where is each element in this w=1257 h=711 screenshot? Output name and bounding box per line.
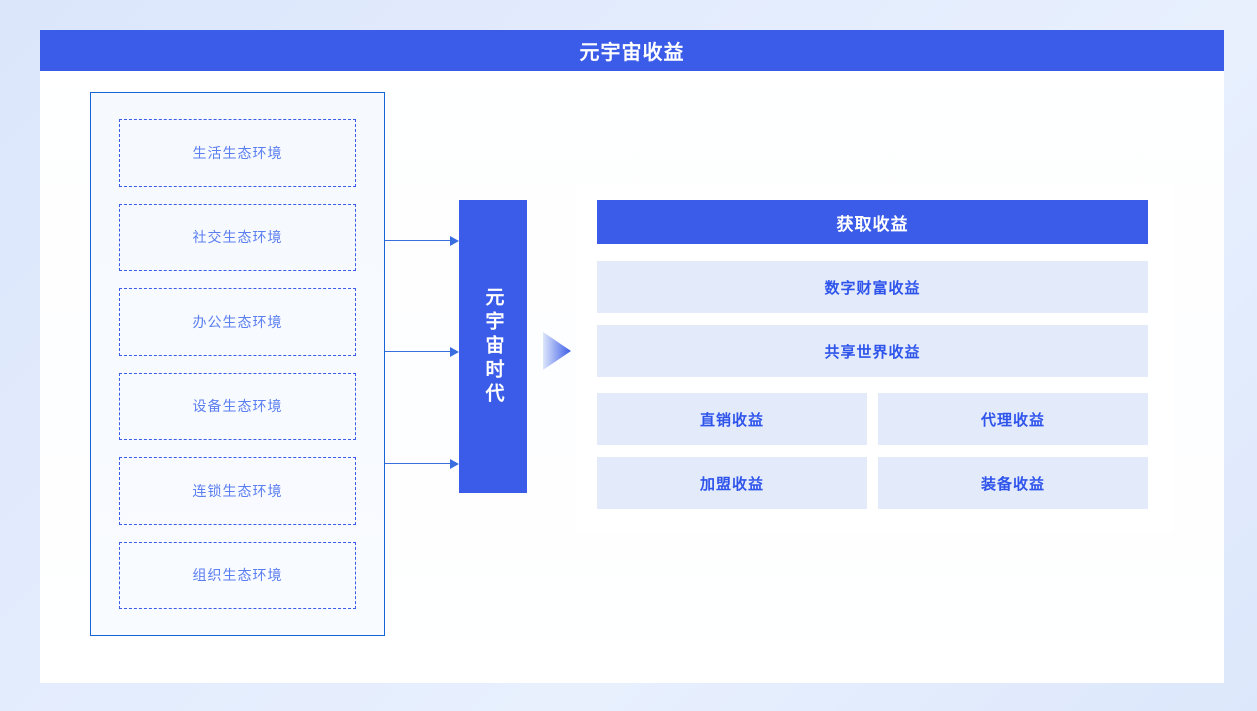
revenue-cell-label: 代理收益 — [980, 411, 1045, 429]
revenue-panel: 获取收益 数字财富收益 共享世界收益 直销收益 代理收益 加盟收益 装备收益 — [576, 184, 1174, 533]
flow-triangle-icon — [543, 332, 571, 370]
ecosystem-item[interactable]: 组织生态环境 — [119, 541, 356, 609]
ecosystem-item[interactable]: 生活生态环境 — [119, 119, 356, 187]
revenue-row[interactable]: 共享世界收益 — [597, 325, 1148, 377]
connector-arrow-line — [385, 463, 451, 464]
revenue-header-label: 获取收益 — [836, 214, 909, 234]
connector-arrow-head-icon — [450, 347, 459, 357]
ecosystem-item-label: 生活生态环境 — [192, 144, 283, 161]
revenue-cell-label: 直销收益 — [699, 411, 764, 429]
ecosystem-item-label: 办公生态环境 — [192, 313, 283, 330]
revenue-cell-label: 加盟收益 — [699, 475, 764, 493]
connector-arrow-line — [385, 351, 451, 352]
revenue-row[interactable]: 数字财富收益 — [597, 261, 1148, 313]
ecosystem-item-label: 连锁生态环境 — [192, 482, 283, 499]
connector-arrow-line — [385, 240, 451, 241]
ecosystem-item-label: 社交生态环境 — [192, 229, 283, 246]
ecosystem-item[interactable]: 连锁生态环境 — [119, 457, 356, 525]
ecosystem-item[interactable]: 设备生态环境 — [119, 372, 356, 440]
revenue-cell[interactable]: 加盟收益 — [597, 457, 867, 509]
ecosystem-item-label: 组织生态环境 — [192, 567, 283, 584]
revenue-cell[interactable]: 直销收益 — [597, 393, 867, 445]
metaverse-era-label: 元宇宙时代 — [482, 286, 504, 407]
revenue-cell[interactable]: 代理收益 — [878, 393, 1148, 445]
ecosystem-item[interactable]: 社交生态环境 — [119, 203, 356, 271]
revenue-cell[interactable]: 装备收益 — [878, 457, 1148, 509]
ecosystem-container: 生活生态环境 社交生态环境 办公生态环境 设备生态环境 连锁生态环境 组织生态环… — [90, 92, 385, 636]
ecosystem-item-label: 设备生态环境 — [192, 398, 283, 415]
revenue-grid: 直销收益 代理收益 加盟收益 装备收益 — [597, 393, 1148, 509]
diagram-header-bar: 元宇宙收益 — [40, 30, 1224, 71]
page-title: 元宇宙收益 — [579, 42, 685, 64]
revenue-cell-label: 装备收益 — [980, 475, 1045, 493]
metaverse-era-bar: 元宇宙时代 — [459, 200, 527, 493]
connector-arrow-head-icon — [450, 459, 459, 469]
ecosystem-item[interactable]: 办公生态环境 — [119, 288, 356, 356]
revenue-row-label: 共享世界收益 — [824, 343, 921, 361]
connector-arrow-head-icon — [450, 236, 459, 246]
revenue-row-label: 数字财富收益 — [824, 279, 921, 297]
revenue-header: 获取收益 — [597, 200, 1148, 244]
